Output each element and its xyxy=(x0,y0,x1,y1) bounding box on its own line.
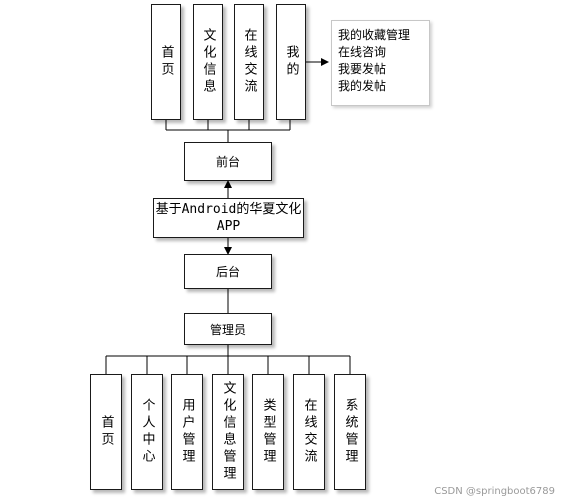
system-title-box: 基于Android的华夏文化APP xyxy=(153,198,304,238)
feature-item: 我要发帖 xyxy=(338,62,387,76)
module-home: 首页 xyxy=(151,4,181,120)
module-system-management: 系统管理 xyxy=(334,374,366,490)
feature-item: 在线咨询 xyxy=(338,45,387,59)
module-culture-info-management: 文化信息管理 xyxy=(212,374,244,490)
my-features-list: 我的收藏管理 在线咨询 我要发帖 我的发帖 xyxy=(331,20,430,106)
admin-box: 管理员 xyxy=(184,313,272,345)
backend-box: 后台 xyxy=(184,254,272,289)
module-user-management: 用户管理 xyxy=(171,374,203,490)
feature-item: 我的发帖 xyxy=(338,79,387,93)
feature-item: 我的收藏管理 xyxy=(338,28,411,42)
frontend-box: 前台 xyxy=(184,142,272,181)
module-culture-info: 文化信息 xyxy=(193,4,223,120)
watermark: CSDN @springboot6789 xyxy=(434,486,555,497)
module-mine: 我的 xyxy=(276,4,306,120)
module-personal-center: 个人中心 xyxy=(131,374,163,490)
module-admin-online-chat: 在线交流 xyxy=(293,374,325,490)
module-type-management: 类型管理 xyxy=(252,374,284,490)
module-admin-home: 首页 xyxy=(90,374,122,490)
module-online-chat: 在线交流 xyxy=(234,4,264,120)
